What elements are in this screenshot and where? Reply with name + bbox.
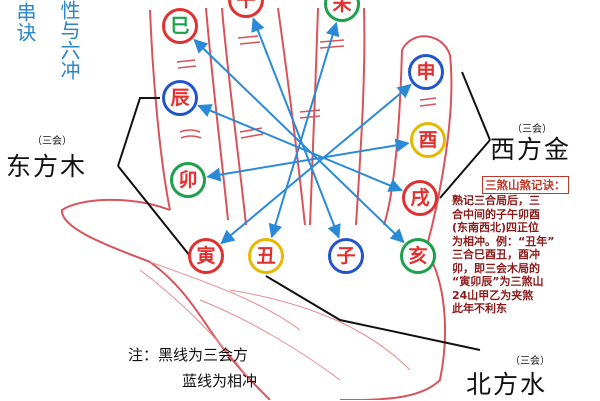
sanhui-east-connector bbox=[117, 97, 160, 167]
sanhui-east-connector-low bbox=[117, 165, 191, 257]
branch-char: 午 bbox=[236, 0, 255, 10]
east-sanhui-tag: （三会） bbox=[32, 136, 72, 147]
north-sanhui-tag: （三会） bbox=[510, 356, 550, 367]
sanhui-west-connector bbox=[461, 71, 491, 141]
branch-char: 巳 bbox=[170, 14, 190, 37]
clash-lines bbox=[193, 17, 412, 245]
title-line-2: 性与六冲 bbox=[57, 0, 81, 80]
branch-char: 辰 bbox=[170, 86, 190, 109]
legend-black-line: 注：黑线为三会方 bbox=[128, 346, 249, 364]
legend-blue-line: 蓝线为相冲 bbox=[182, 372, 258, 390]
west-metal-label: 西方金 bbox=[490, 135, 572, 164]
branch-chen: 辰 bbox=[162, 80, 198, 116]
branch-mao: 卯 bbox=[170, 162, 206, 198]
branch-char: 卯 bbox=[178, 168, 198, 191]
branch-char: 未 bbox=[332, 0, 352, 15]
branch-yin: 寅 bbox=[188, 238, 224, 274]
branch-char: 亥 bbox=[408, 244, 428, 267]
east-wood-label: 东方木 bbox=[6, 152, 88, 181]
sanhui-north-connector bbox=[265, 275, 481, 351]
branch-xu: 戌 bbox=[402, 180, 438, 216]
clash-line-yin-shen bbox=[220, 83, 412, 245]
branch-you: 酉 bbox=[410, 122, 446, 158]
branch-char: 寅 bbox=[196, 244, 216, 267]
branch-wei: 未 bbox=[324, 0, 360, 22]
branch-hai: 亥 bbox=[400, 238, 436, 274]
branch-char: 丑 bbox=[256, 244, 276, 267]
branch-si: 巳 bbox=[162, 8, 198, 44]
branch-char: 子 bbox=[336, 244, 356, 267]
north-water-label: 北方水 bbox=[466, 370, 548, 399]
branch-chou: 丑 bbox=[248, 238, 284, 274]
branch-zi: 子 bbox=[328, 238, 364, 274]
title-line-1: 串诀 bbox=[13, 2, 37, 42]
branch-char: 戌 bbox=[410, 186, 430, 209]
sanhui-west-connector-low bbox=[439, 139, 491, 199]
hand-outline bbox=[60, 7, 453, 400]
rhyme-body: 熟记三合局后，三 合中间的子午卯酉 (东南西北)四正位 为相冲。例：“丑年” 三… bbox=[452, 194, 555, 315]
rhyme-title: 三煞山煞记诀： bbox=[482, 176, 569, 194]
clash-line-si-hai bbox=[193, 38, 405, 244]
branch-char: 申 bbox=[416, 60, 436, 83]
west-sanhui-tag: （三会） bbox=[512, 124, 552, 135]
sanhui-lines bbox=[117, 71, 491, 351]
palm-creases bbox=[139, 261, 411, 381]
branch-char: 酉 bbox=[418, 128, 438, 151]
branch-shen: 申 bbox=[408, 54, 444, 90]
